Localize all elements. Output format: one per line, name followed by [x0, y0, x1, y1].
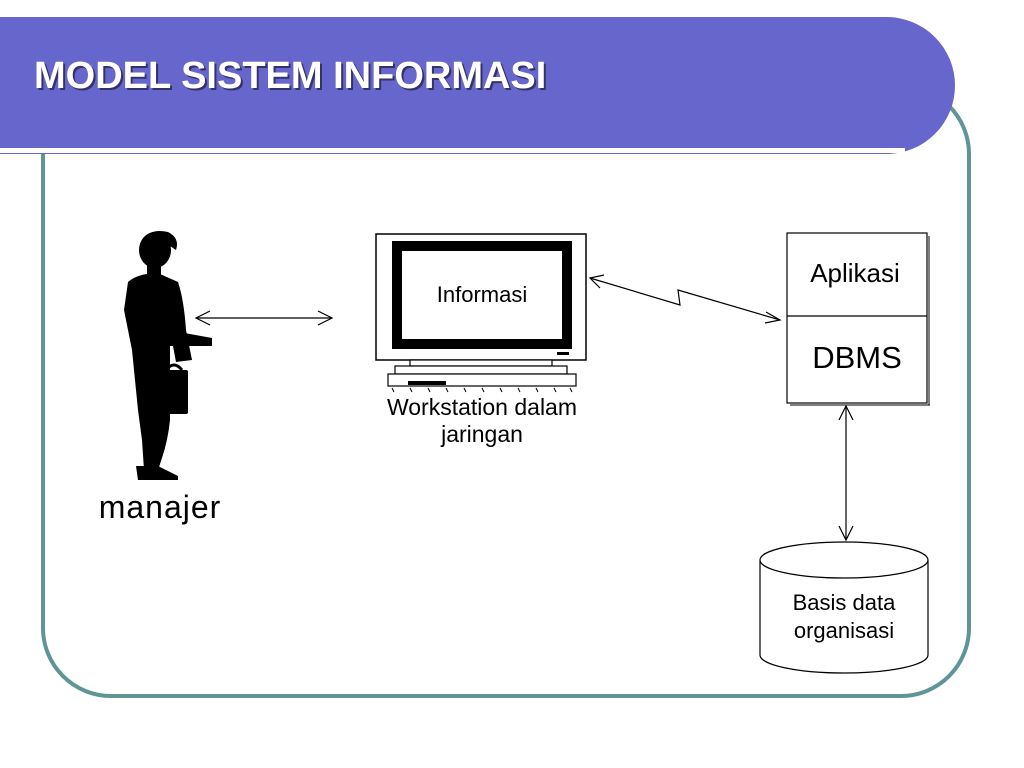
workstation-monitor-icon — [375, 233, 587, 393]
manager-silhouette-icon — [124, 231, 212, 480]
database-label-line1: Basis data — [793, 590, 896, 615]
server-application-label: Aplikasi — [810, 258, 900, 288]
arrow-server-database — [838, 404, 854, 542]
workstation-label-line2: jaringan — [440, 421, 523, 447]
database-cylinder-icon — [759, 541, 929, 674]
arrow-manager-workstation — [194, 310, 334, 326]
manager-label: manajer — [99, 489, 222, 525]
slide-title: MODEL SISTEM INFORMASI — [34, 55, 547, 97]
title-banner — [0, 17, 955, 154]
workstation-label-line1: Workstation dalam — [387, 394, 577, 420]
monitor-screen-label: Informasi — [437, 282, 527, 307]
network-arrow — [588, 274, 782, 324]
database-label-line2: organisasi — [794, 618, 894, 643]
server-box — [786, 232, 930, 406]
server-dbms-label: DBMS — [812, 340, 902, 375]
banner-underline — [0, 148, 905, 153]
